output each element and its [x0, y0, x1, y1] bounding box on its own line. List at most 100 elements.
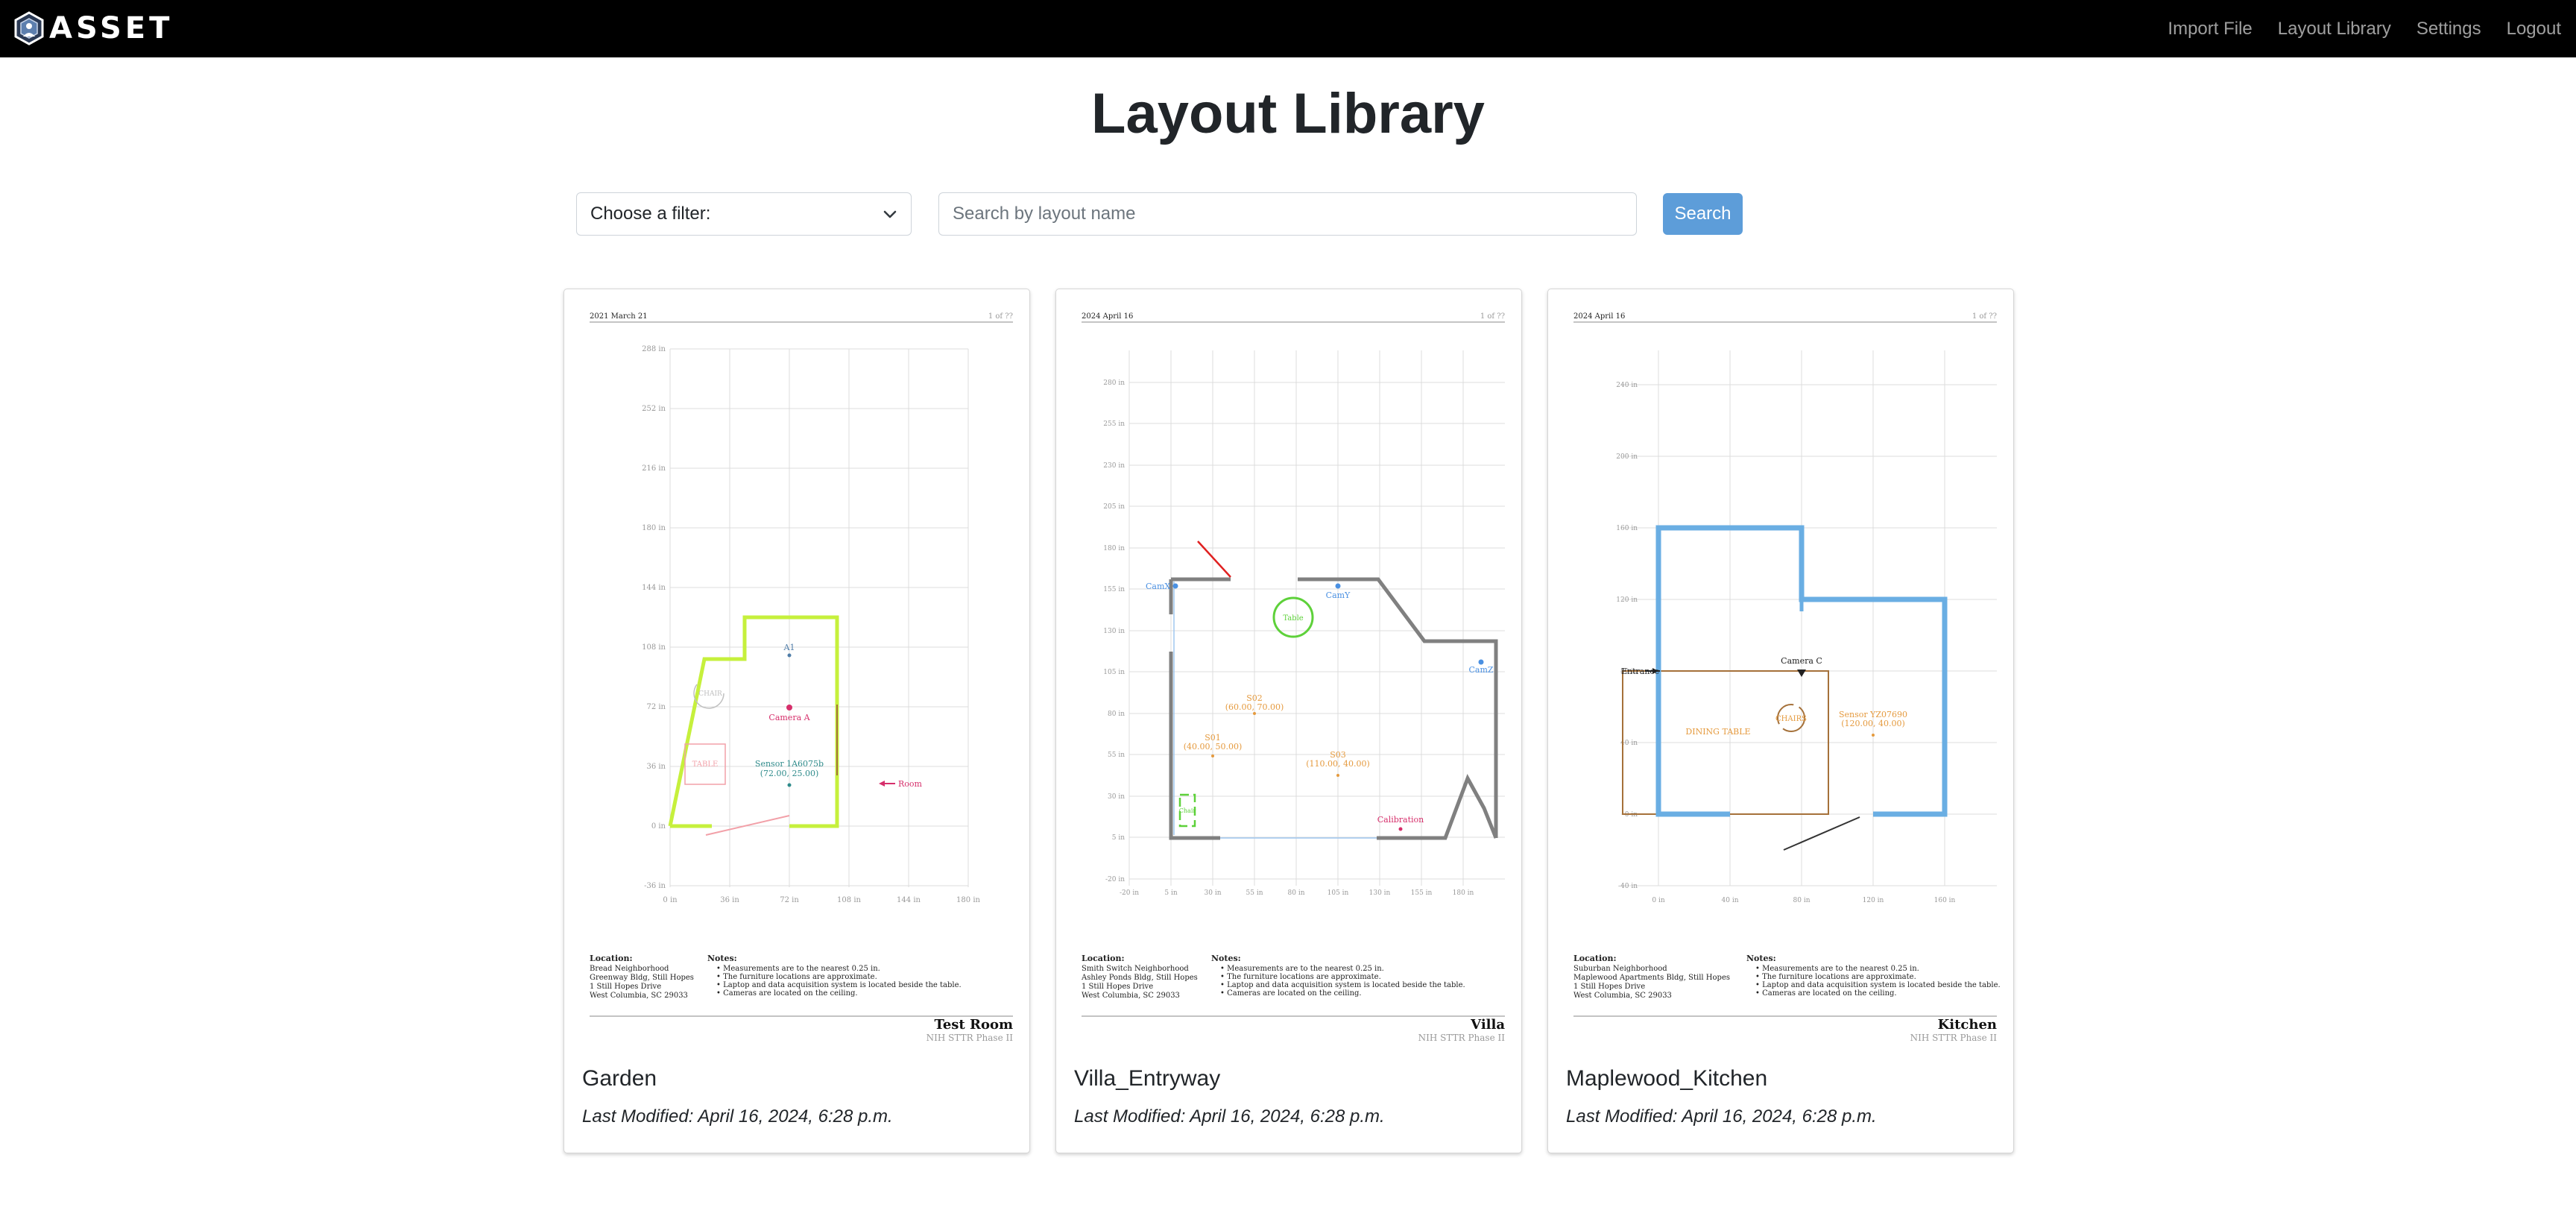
notes-heading: Notes: [1211, 954, 1241, 963]
x-tick: 80 in [1793, 897, 1811, 904]
camx-dot [1172, 583, 1178, 589]
x-tick: 180 in [956, 896, 980, 904]
nav-settings[interactable]: Settings [2416, 18, 2481, 39]
note-item: Cameras are located on the ceiling. [1762, 989, 1897, 998]
x-tick: 40 in [1722, 897, 1739, 904]
note-item: The furniture locations are approximate. [1762, 973, 1916, 981]
filter-select-value: Choose a filter: [590, 204, 711, 224]
camz-dot [1478, 659, 1484, 665]
table-rect [684, 743, 726, 785]
card-last-modified: Last Modified: April 16, 2024, 6:28 p.m. [1566, 1106, 1877, 1127]
svg-text:• Laptop and data acquisition: • Laptop and data acquisition system is … [716, 981, 962, 989]
calibration-label: Calibration [1377, 815, 1424, 825]
preview-room-name: Test Room [934, 1017, 1013, 1033]
location-heading: Location: [1573, 954, 1617, 963]
nav-logout[interactable]: Logout [2506, 18, 2561, 39]
brand-name: ASSET [49, 11, 174, 45]
x-tick: 80 in [1288, 889, 1305, 897]
notes-heading: Notes: [1746, 954, 1776, 963]
card-title: Maplewood_Kitchen [1566, 1066, 1768, 1091]
note-item: Laptop and data acquisition system is lo… [1762, 981, 2001, 989]
room-label: Room [898, 779, 923, 789]
y-tick: 0 in [651, 822, 666, 831]
note-item: Cameras are located on the ceiling. [723, 989, 858, 998]
calibration-dot [1398, 827, 1403, 831]
x-tick: 108 in [837, 896, 861, 904]
x-tick: 0 in [1652, 897, 1664, 904]
x-tick: 155 in [1411, 889, 1433, 897]
x-tick: 30 in [1205, 889, 1222, 897]
card-last-modified: Last Modified: April 16, 2024, 6:28 p.m. [582, 1106, 893, 1127]
y-tick: 200 in [1616, 453, 1638, 461]
note-item: Laptop and data acquisition system is lo… [1227, 981, 1465, 989]
camera-a-label: Camera A [768, 713, 810, 722]
nav-layout-library[interactable]: Layout Library [2277, 18, 2391, 39]
layout-card-maplewood-kitchen[interactable]: 2024 April 16 1 of ?? 240 in 200 in 160 … [1547, 289, 2014, 1153]
svg-text:• The furniture locations are: • The furniture locations are approximat… [1755, 973, 1916, 981]
s02-dot [1253, 712, 1256, 715]
notes-heading: Notes: [707, 954, 737, 963]
y-tick: -36 in [644, 882, 666, 890]
preview-date: 2024 April 16 [1082, 312, 1133, 321]
sensor-dot [1872, 734, 1875, 737]
note-item: Laptop and data acquisition system is lo… [723, 981, 962, 989]
location-line: Smith Switch Neighborhood [1082, 965, 1189, 973]
sensor-name: Sensor YZ07690 [1839, 710, 1907, 719]
s03-dot [1336, 774, 1339, 777]
y-tick: 216 in [642, 464, 666, 473]
card-last-modified: Last Modified: April 16, 2024, 6:28 p.m. [1074, 1106, 1385, 1127]
y-tick: 252 in [642, 405, 666, 413]
room-walls [1655, 525, 1948, 817]
search-button[interactable]: Search [1663, 193, 1743, 235]
preview-room-name: Villa [1470, 1017, 1505, 1033]
svg-text:• The furniture locations are: • The furniture locations are approximat… [716, 973, 877, 981]
note-item: The furniture locations are approximate. [1227, 973, 1381, 981]
s02-position: (60.00, 70.00) [1225, 702, 1284, 712]
y-tick: 155 in [1103, 586, 1125, 593]
svg-text:• Cameras are located on the c: • Cameras are located on the ceiling. [716, 989, 858, 998]
x-tick: 144 in [897, 896, 921, 904]
nav-menu: Import File Layout Library Settings Logo… [2142, 0, 2561, 57]
camera-c-icon [1797, 669, 1806, 677]
sensor-name: Sensor 1A6075b [755, 759, 824, 769]
s03-position: (110.00, 40.00) [1306, 759, 1370, 769]
filter-select[interactable]: Choose a filter: [576, 192, 912, 236]
location-line: West Columbia, SC 29033 [1573, 992, 1672, 1000]
y-tick: 160 in [1616, 525, 1638, 532]
round-table-circle [1272, 596, 1314, 638]
note-item: Measurements are to the nearest 0.25 in. [1227, 965, 1384, 973]
sensor-dot [787, 783, 792, 787]
round-table-label: Table [1283, 614, 1303, 623]
x-tick: -20 in [1120, 889, 1139, 897]
window-line [705, 815, 790, 836]
y-tick: 230 in [1103, 462, 1125, 470]
search-input[interactable] [938, 192, 1637, 236]
s01-dot [1211, 754, 1214, 757]
svg-text:• Measurements are to the near: • Measurements are to the nearest 0.25 i… [716, 965, 880, 973]
y-tick: 120 in [1616, 596, 1638, 604]
plot-grid [1621, 350, 1997, 886]
note-item: The furniture locations are approximate. [723, 973, 877, 981]
layout-card-garden[interactable]: 2021 March 21 1 of ?? 288 in 252 in 216 … [564, 289, 1030, 1153]
x-tick: 36 in [720, 896, 739, 904]
s03-label: S03 [1330, 750, 1346, 760]
room-walls [1169, 577, 1498, 840]
brand-logo[interactable]: ASSET [13, 10, 173, 46]
svg-text:• Measurements are to the near: • Measurements are to the nearest 0.25 i… [1755, 965, 1919, 973]
y-tick: 130 in [1103, 628, 1125, 635]
preview-room-name: Kitchen [1938, 1017, 1997, 1033]
layout-preview-garden: 2021 March 21 1 of ?? 288 in 252 in 216 … [590, 312, 1013, 1043]
sensor-position: (72.00, 25.00) [760, 769, 819, 778]
y-tick: 72 in [646, 703, 666, 711]
y-tick: 105 in [1103, 669, 1125, 676]
s01-position: (40.00, 50.00) [1184, 742, 1243, 752]
chair-label: Chair [1179, 807, 1196, 814]
top-navbar: ASSET Import File Layout Library Setting… [0, 0, 2576, 57]
door-line [1783, 816, 1860, 851]
chairs-circle [1777, 704, 1805, 732]
room-walls [668, 615, 839, 828]
layout-card-villa-entryway[interactable]: 2024 April 16 1 of ?? 280 in 255 in 230 … [1055, 289, 1522, 1153]
nav-import-file[interactable]: Import File [2168, 18, 2253, 39]
y-tick: 108 in [642, 643, 666, 652]
y-tick: -40 in [1618, 883, 1638, 890]
